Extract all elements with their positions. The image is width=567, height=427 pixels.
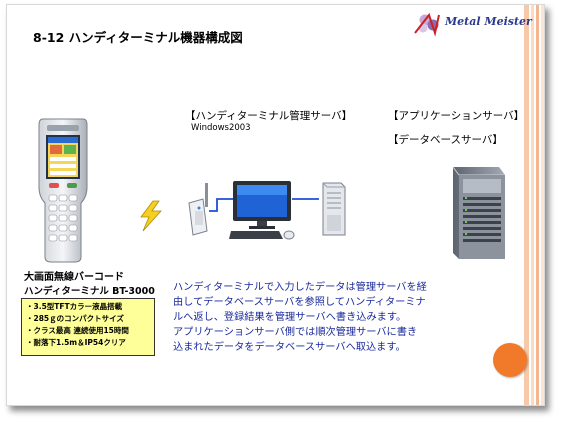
slide: 8-12 ハンディターミナル機器構成図 Metal Meister 【ハンディタ… <box>6 4 545 406</box>
metal-meister-logo <box>414 12 440 37</box>
slide-title: 8-12 ハンディターミナル機器構成図 <box>33 30 243 45</box>
lightning-icon <box>140 200 162 232</box>
device-model: ハンディターミナル BT-3000 <box>24 286 155 297</box>
device-title: 大画面無線バーコード <box>24 272 124 283</box>
decor-stripe <box>524 5 529 405</box>
handy-server-os: Windows2003 <box>191 123 251 133</box>
spec-item: ・3.5型TFTカラー液晶搭載 <box>26 302 123 311</box>
decor-stripe <box>536 5 539 405</box>
spec-item: ・クラス最高 連続使用15時間 <box>26 326 129 335</box>
spec-box: ・3.5型TFTカラー液晶搭載 ・285ｇのコンパクトサイズ ・クラス最高 連続… <box>21 298 155 356</box>
app-server-label: 【アプリケーションサーバ】 <box>388 110 525 122</box>
description-line: アプリケーションサーバ側では順次管理サーバに書き <box>173 327 418 338</box>
description-line: 由してデータベースサーバを参照してハンディターミナ <box>173 297 426 308</box>
spec-item: ・285ｇのコンパクトサイズ <box>26 314 124 323</box>
description-text: ハンディターミナルで入力したデータは管理サーバを経 由してデータベースサーバを参… <box>173 280 473 355</box>
description-line: ハンディターミナルで入力したデータは管理サーバを経 <box>173 282 427 293</box>
decor-stripe <box>541 5 544 405</box>
rack-server-icon <box>452 166 505 259</box>
pc-monitor-icon <box>229 181 295 240</box>
tower-server-icon <box>322 182 346 236</box>
db-server-label: 【データベースサーバ】 <box>388 134 503 146</box>
wireless-access-point-icon <box>188 183 208 236</box>
accent-circle <box>493 343 527 377</box>
logo-text: Metal Meister <box>445 15 532 28</box>
description-line: 込まれたデータをデータベースサーバへ取込ます。 <box>173 342 406 353</box>
handy-terminal-icon <box>38 118 88 263</box>
spec-item: ・耐落下1.5m＆IP54クリア <box>26 338 126 347</box>
network-connector <box>209 198 319 212</box>
description-line: ルへ返し、登録結果を管理サーバへ書き込みます。 <box>173 312 407 323</box>
handy-server-label: 【ハンディターミナル管理サーバ】 <box>185 110 353 122</box>
decor-stripe <box>531 5 534 405</box>
